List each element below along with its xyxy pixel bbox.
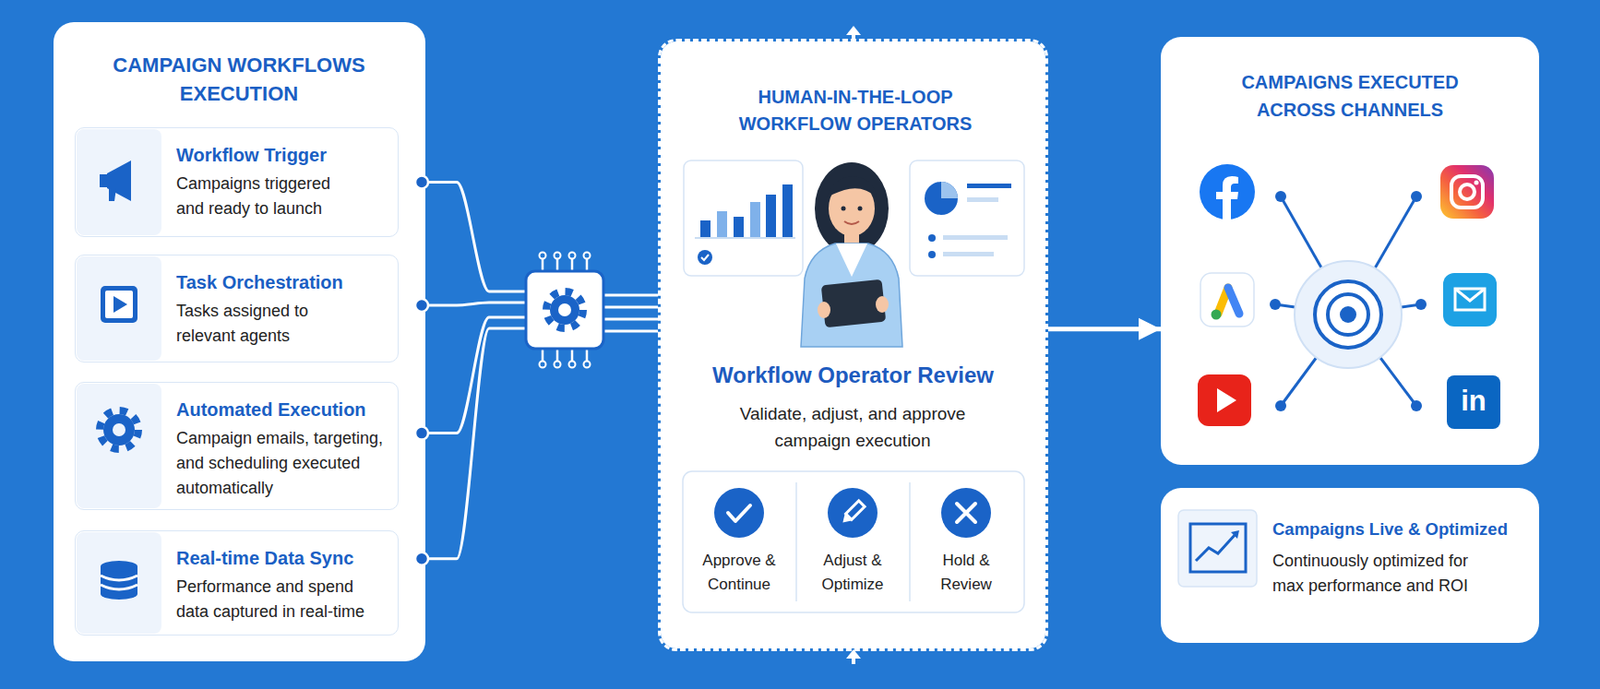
review-body: Validate, adjust, and approve campaign e… [714, 400, 992, 454]
chip-pins [539, 252, 547, 260]
card-body: Performance and spend data captured in r… [176, 574, 384, 625]
card-body: Campaign emails, targeting, and scheduli… [176, 426, 396, 502]
chip-body [549, 295, 580, 325]
card-heading: Automated Execution [176, 398, 398, 421]
connector-line [398, 302, 658, 308]
chip-pins [554, 252, 562, 260]
review-panel: HUMAN-IN-THE-LOOP WORKFLOW OPERATORS Work… [657, 38, 1049, 652]
option-label: Adjust & Optimize [806, 549, 899, 598]
card-body: Tasks assigned to relevant agents [176, 298, 352, 349]
option-cell: Hold & Review [909, 471, 1024, 613]
step-card: Automated ExecutionCampaign emails, targ… [74, 382, 399, 511]
chip-pins [539, 361, 547, 369]
chip-pins [584, 252, 591, 260]
panel-title: CAMPAIGN WORKFLOWS EXECUTION [105, 50, 373, 108]
card-heading: Task Orchestration [176, 271, 398, 294]
chip-pins [571, 259, 574, 272]
chip-body [525, 271, 604, 349]
connector-line [398, 328, 658, 560]
option-cell: Approve & Continue [682, 471, 797, 613]
panel-title: CAMPAIGNS EXECUTED ACROSS CHANNELS [1211, 68, 1489, 124]
chip-pins [569, 252, 576, 260]
option-label: Hold & Review [919, 549, 1013, 598]
step-card: Real-time Data SyncPerformance and spend… [74, 530, 399, 636]
panel: CAMPAIGN WORKFLOWS EXECUTION Workflow Tri… [53, 22, 426, 662]
chip-pins [571, 348, 574, 361]
chip-pins [541, 259, 545, 272]
step-card: Task OrchestrationTasks assigned to rele… [74, 254, 399, 363]
chip-pins [585, 348, 589, 361]
chip-pins [556, 348, 560, 361]
logo-text: in [1446, 382, 1501, 420]
chip-pins [541, 348, 545, 361]
card-heading: Real-time Data Sync [176, 547, 398, 570]
step-card: Workflow TriggerCampaigns triggered and … [74, 127, 399, 238]
connector-dot [415, 176, 429, 190]
chip-pins [569, 361, 576, 369]
chip-body [558, 303, 572, 317]
chip-body [546, 291, 584, 329]
chip-pins [556, 259, 560, 272]
chip-pins [554, 361, 562, 369]
result-body: Continuously optimized for max performan… [1272, 549, 1499, 599]
result-heading: Campaigns Live & Optimized [1272, 518, 1536, 541]
result-panel: Campaigns Live & OptimizedContinuously o… [1160, 488, 1540, 644]
review-heading: Workflow Operator Review [660, 361, 1046, 390]
chip-pins [539, 252, 591, 369]
panel-marker [851, 656, 856, 665]
chip-pins [585, 259, 589, 272]
connector-dot [415, 298, 429, 312]
flow-arrow [1048, 326, 1161, 332]
panel-marker [846, 25, 861, 36]
connector-line [398, 317, 658, 434]
card-heading: Workflow Trigger [176, 143, 398, 167]
connector-dot [415, 427, 429, 441]
chip-body [525, 271, 604, 349]
chip-pins [584, 361, 591, 369]
option-label: Approve & Continue [692, 549, 786, 598]
option-cell: Adjust & Optimize [796, 471, 910, 613]
connector-dot [415, 552, 429, 566]
connector-line [398, 182, 658, 297]
card-body: Campaigns triggered and ready to launch [176, 171, 352, 222]
panel-title: HUMAN-IN-THE-LOOP WORKFLOW OPERATORS [730, 83, 980, 138]
